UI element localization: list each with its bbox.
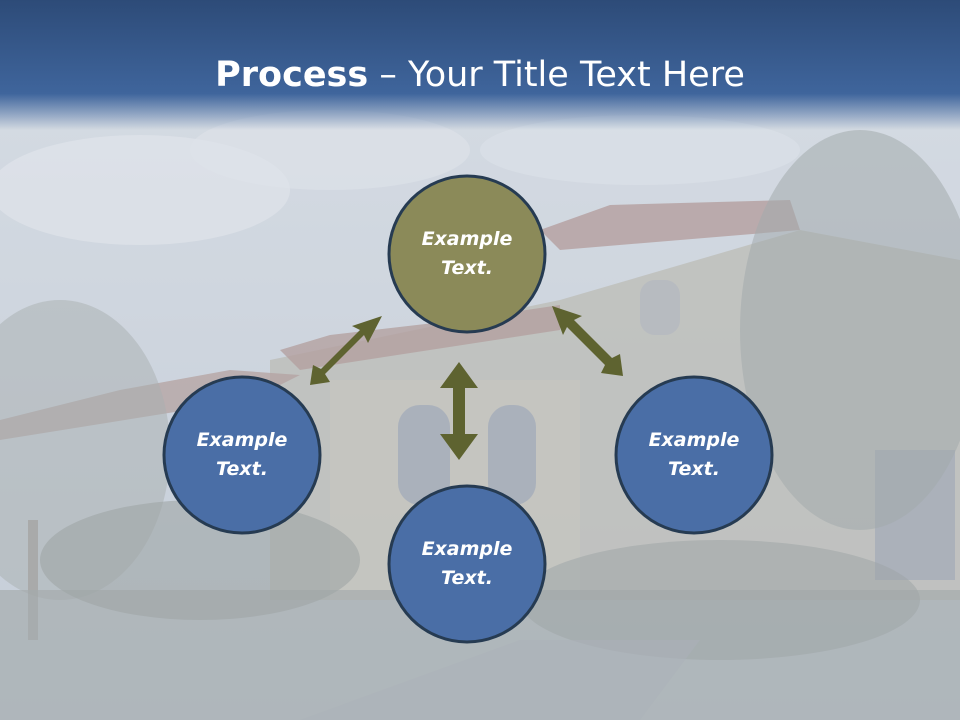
node-left-line2: Text. [216,458,268,480]
node-right-line2: Text. [668,458,720,480]
node-circle-top [387,174,547,334]
node-label-right: Example Text. [619,426,769,484]
title-bold: Process [215,55,369,95]
title-rest: – Your Title Text Here [368,55,745,95]
node-label-bottom: Example Text. [392,535,542,593]
arrow-center-vertical [440,362,478,460]
node-label-top: Example Text. [392,225,542,283]
node-right-line1: Example [648,429,740,451]
node-top-line1: Example [421,228,513,250]
node-label-left: Example Text. [167,426,317,484]
slide-title: Process – Your Title Text Here [0,52,960,98]
node-bottom-line1: Example [421,538,513,560]
arrow-top-right [552,306,623,376]
node-circle-left [162,375,322,535]
arrow-top-left [310,316,382,385]
node-circle-right [614,375,774,535]
node-bottom-line2: Text. [441,567,493,589]
title-bar [0,0,960,130]
node-top-line2: Text. [441,257,493,279]
node-left-line1: Example [196,429,288,451]
node-circle-bottom [387,484,547,644]
